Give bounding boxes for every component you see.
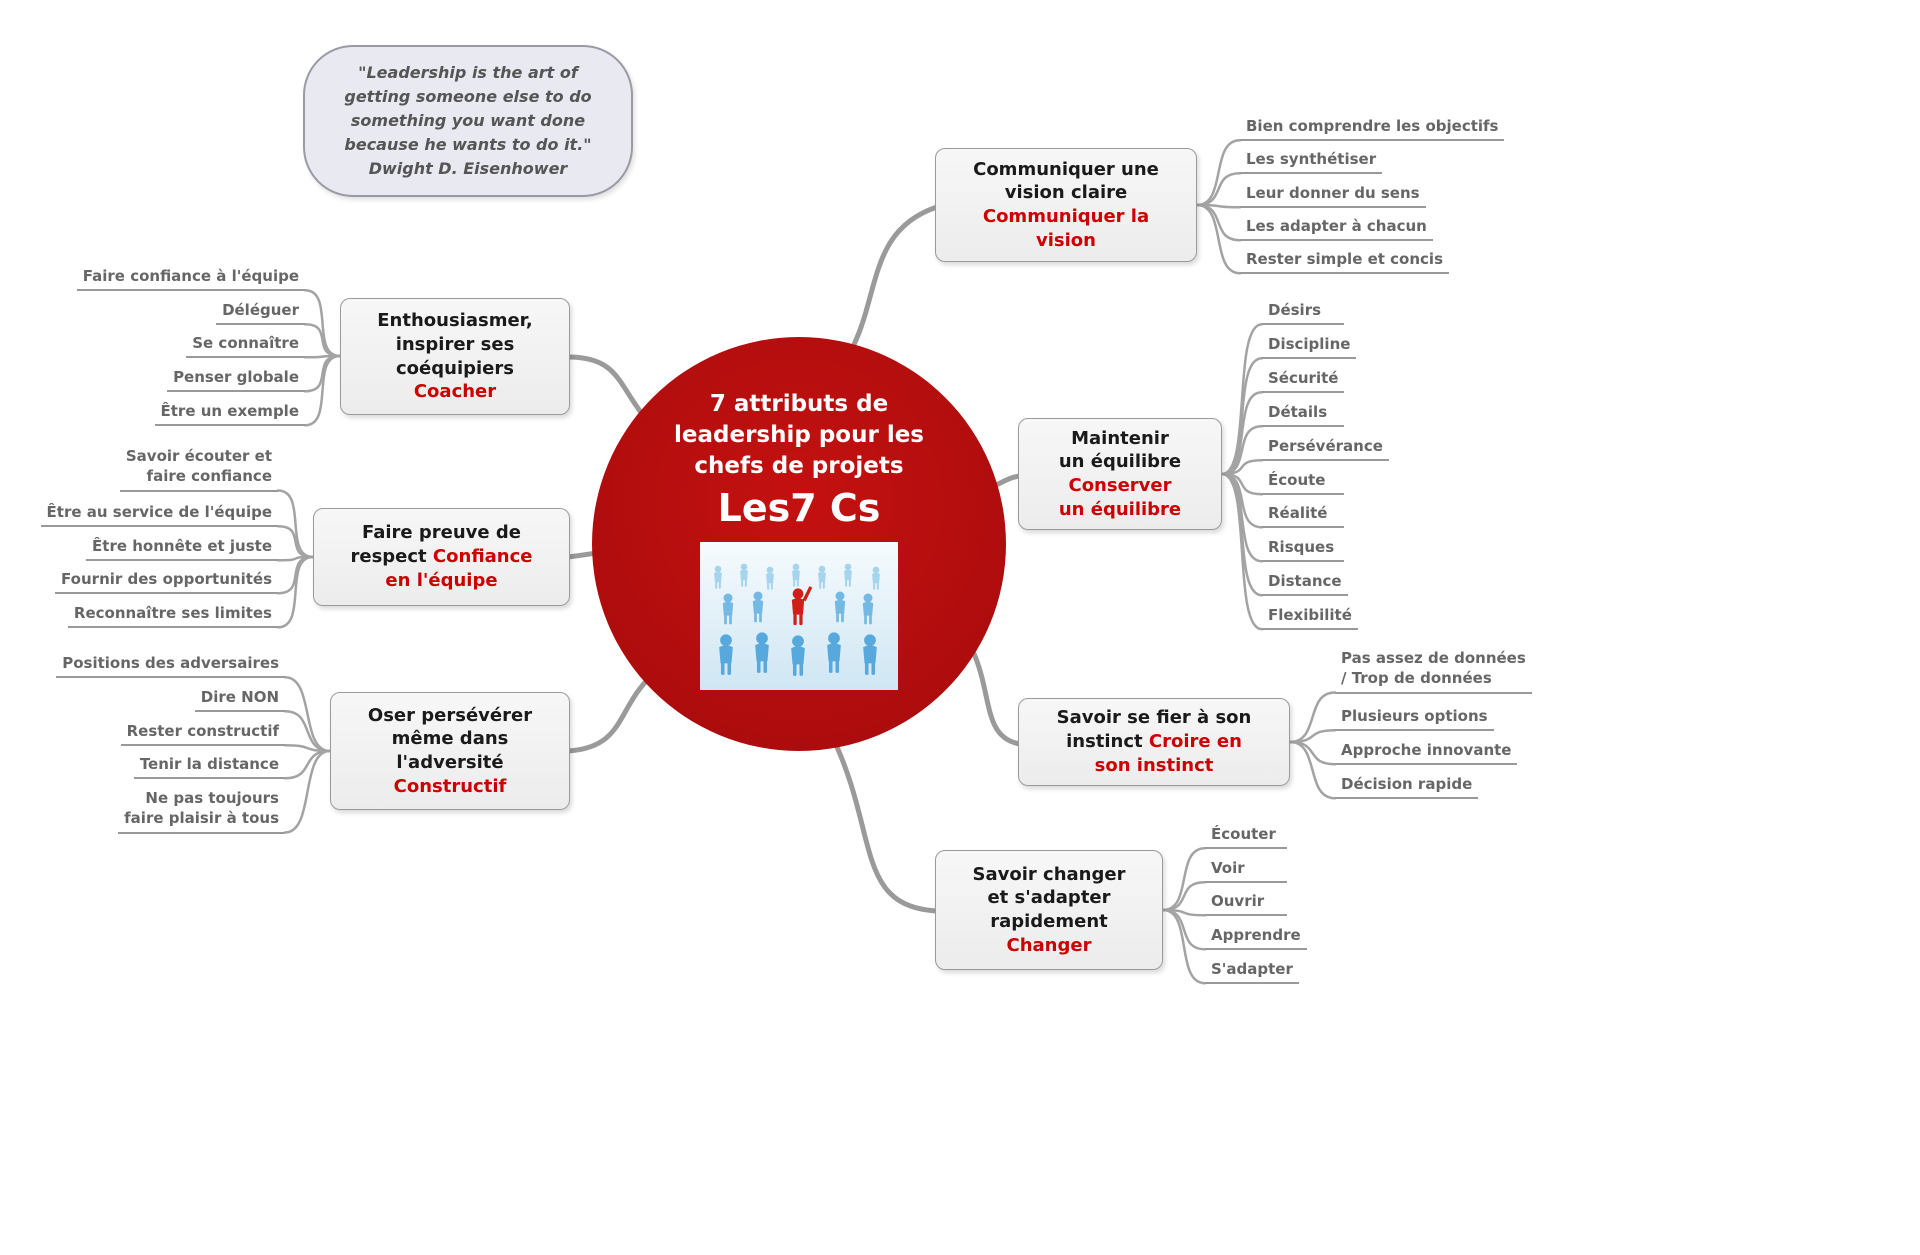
leaf-item: Dire NON — [194, 687, 285, 713]
branch-subtitle: Croire en son instinct — [1094, 731, 1242, 776]
central-topic-title: 7 attributs de leadership pour les chefs… — [674, 391, 924, 480]
branch-title: Faire preuve de respect — [350, 522, 521, 568]
leaf-item: Risques — [1262, 537, 1344, 563]
leaf-connector — [303, 354, 342, 427]
leaf-item: Flexibilité — [1262, 605, 1358, 631]
leaf-item: Les adapter à chacun — [1240, 216, 1433, 242]
branch-node-confiance: Faire preuve de respect Confiance en l'é… — [313, 508, 570, 606]
branch-subtitle: Constructif — [393, 775, 507, 797]
leaf-item: Savoir écouter et faire confiance — [119, 446, 278, 492]
branch-text: Enthousiasmer, inspirer ses coéquipiers … — [377, 309, 533, 404]
leaf-item: Distance — [1262, 571, 1348, 597]
branch-text: Oser persévérer même dans l'adversité Co… — [368, 704, 532, 799]
leaf-item: Rester simple et concis — [1240, 249, 1449, 275]
leaf-item: Réalité — [1262, 503, 1344, 529]
leaf-item: Positions des adversaires — [56, 653, 285, 679]
leaf-item: Tenir la distance — [133, 754, 285, 780]
leaf-item: Pas assez de données / Trop de données — [1335, 648, 1532, 694]
central-topic-subtitle: Les7 Cs — [717, 486, 881, 531]
branch-title: Enthousiasmer, inspirer ses coéquipiers — [377, 310, 533, 379]
leaf-item: Discipline — [1262, 334, 1357, 360]
leader-figure — [791, 586, 813, 626]
leaf-item: Désirs — [1262, 300, 1344, 326]
quote-text: "Leadership is the art of getting someon… — [344, 63, 592, 178]
branch-node-instinct: Savoir se fier à son instinct Croire en … — [1018, 698, 1290, 786]
leaf-item: Plusieurs options — [1335, 706, 1494, 732]
leaf-item: Se connaître — [186, 333, 305, 359]
leaf-connector — [1288, 691, 1337, 744]
branch-node-coacher: Enthousiasmer, inspirer ses coéquipiers … — [340, 298, 570, 415]
leaf-connector — [1220, 357, 1264, 476]
leaf-item: Ne pas toujours faire plaisir à tous — [118, 788, 285, 834]
leaf-item: Reconnaître ses limites — [67, 603, 278, 629]
central-topic: 7 attributs de leadership pour les chefs… — [592, 337, 1006, 751]
branch-title: Oser persévérer même dans l'adversité — [367, 704, 533, 774]
branch-text: Savoir se fier à son instinct Croire en … — [1057, 706, 1252, 777]
branch-node-changer: Savoir changer et s'adapter rapidement C… — [935, 850, 1163, 970]
branch-subtitle: Changer — [1006, 934, 1092, 956]
crowd-image — [700, 542, 898, 691]
leaf-connector — [1220, 472, 1264, 631]
leaf-item: Apprendre — [1205, 925, 1307, 951]
leaf-item: Penser globale — [167, 367, 305, 393]
leaf-item: Les synthétiser — [1240, 149, 1383, 175]
branch-text: Faire preuve de respect Confiance en l'é… — [350, 521, 532, 592]
branch-title: Savoir se fier à son instinct — [1056, 707, 1252, 753]
main-connector-changer — [827, 729, 940, 914]
leaf-item: Voir — [1205, 858, 1287, 884]
branch-node-constructif: Oser persévérer même dans l'adversité Co… — [330, 692, 570, 810]
leaf-item: Persévérance — [1262, 436, 1389, 462]
leaf-item: Leur donner du sens — [1240, 183, 1426, 209]
leaf-item: Ouvrir — [1205, 891, 1287, 917]
leaf-connector — [283, 676, 332, 753]
leaf-connector — [1195, 139, 1242, 207]
leaf-item: Déléguer — [216, 300, 305, 326]
leaf-item: Écoute — [1262, 470, 1344, 496]
leaf-item: Bien comprendre les objectifs — [1240, 116, 1505, 142]
branch-text: Savoir changer et s'adapter rapidement C… — [973, 863, 1126, 958]
branch-subtitle: Confiance en l'équipe — [385, 546, 533, 591]
leaf-item: Être honnête et juste — [86, 536, 278, 562]
branch-node-equilibre: Maintenir un équilibre Conserver un équi… — [1018, 418, 1222, 530]
branch-title: Savoir changer et s'adapter rapidement — [972, 863, 1126, 933]
leaf-item: Être un exemple — [154, 401, 305, 427]
branch-text: Maintenir un équilibre Conserver un équi… — [1059, 427, 1181, 522]
leaf-item: Fournir des opportunités — [55, 569, 278, 595]
leaf-connector — [1161, 847, 1207, 912]
leaf-connector — [1161, 881, 1207, 912]
leaf-item: Écouter — [1205, 824, 1287, 850]
leaf-item: Sécurité — [1262, 368, 1345, 394]
leaf-item: Détails — [1262, 402, 1344, 428]
leaf-connector — [1220, 391, 1264, 476]
leaf-connector — [276, 555, 315, 629]
branch-node-communiquer: Communiquer une vision claire Communique… — [935, 148, 1197, 262]
leaf-connector — [1195, 203, 1242, 275]
leaf-connector — [1288, 740, 1337, 800]
branch-subtitle: Conserver un équilibre — [1058, 475, 1182, 520]
leaf-connector — [1288, 740, 1337, 766]
leaf-item: Faire confiance à l'équipe — [76, 266, 305, 292]
leaf-connector — [283, 749, 332, 834]
leaf-connector — [276, 489, 315, 559]
leaf-item: Être au service de l'équipe — [40, 502, 278, 528]
branch-title: Maintenir un équilibre — [1058, 427, 1182, 473]
branch-subtitle: Coacher — [413, 381, 497, 403]
leaf-item: Rester constructif — [120, 721, 285, 747]
branch-text: Communiquer une vision claire Communique… — [973, 158, 1159, 253]
leaf-connector — [1161, 908, 1207, 985]
leaf-item: Approche innovante — [1335, 740, 1518, 766]
leaf-item: Décision rapide — [1335, 774, 1479, 800]
quote-box: "Leadership is the art of getting someon… — [303, 45, 633, 197]
leaf-item: S'adapter — [1205, 959, 1299, 985]
leaf-connector — [283, 749, 332, 780]
branch-title: Communiquer une vision claire — [973, 158, 1159, 204]
leaf-connector — [303, 289, 342, 358]
branch-subtitle: Communiquer la vision — [982, 206, 1150, 251]
